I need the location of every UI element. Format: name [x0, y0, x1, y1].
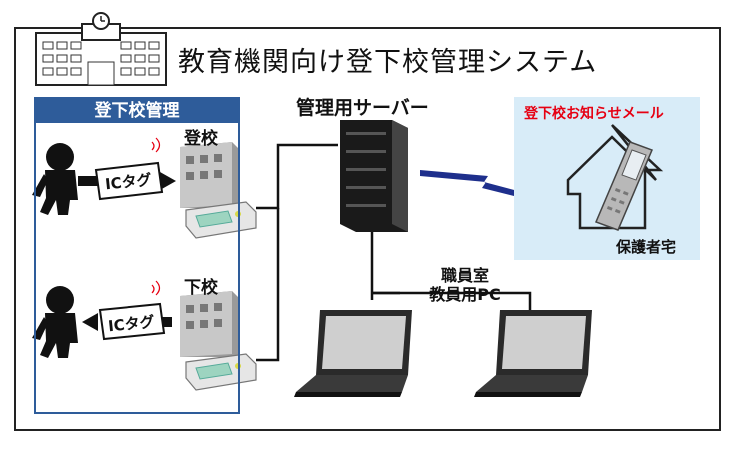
- rfid-signal-icon: [151, 137, 161, 296]
- page-title: 教育機関向け登下校管理システム: [178, 47, 598, 78]
- school-gate-building-bottom: [180, 291, 240, 357]
- school-gate-building-top: [180, 142, 240, 208]
- laptop-icon-left: [294, 310, 412, 397]
- server-label: 管理用サーバー: [296, 97, 429, 119]
- leave-arrow-icon: [82, 302, 172, 341]
- arrive-arrow-icon: [78, 161, 176, 201]
- laptop-icon-right: [474, 310, 592, 397]
- staff-room-line1: 職員室: [440, 266, 489, 285]
- student-arrive-icon: [32, 143, 78, 215]
- network-lines: [256, 143, 532, 362]
- home-label: 保護者宅: [616, 238, 677, 256]
- school-building-icon: [35, 12, 167, 86]
- student-leave-icon: [32, 286, 78, 358]
- home-notice-mail-label: 登下校お知らせメール: [524, 106, 664, 122]
- school-panel-heading: 登下校管理: [36, 99, 238, 123]
- school-panel: 登下校管理: [34, 97, 240, 414]
- server-icon: [340, 120, 408, 232]
- home-panel-bg: [514, 97, 700, 260]
- leave-label: 下校: [184, 278, 218, 298]
- arrive-label: 登校: [184, 129, 218, 149]
- staff-room-line2: 教員用PC: [429, 285, 501, 304]
- mobile-phone-icon: [595, 141, 653, 231]
- staff-room-label: 職員室 教員用PC: [400, 266, 530, 304]
